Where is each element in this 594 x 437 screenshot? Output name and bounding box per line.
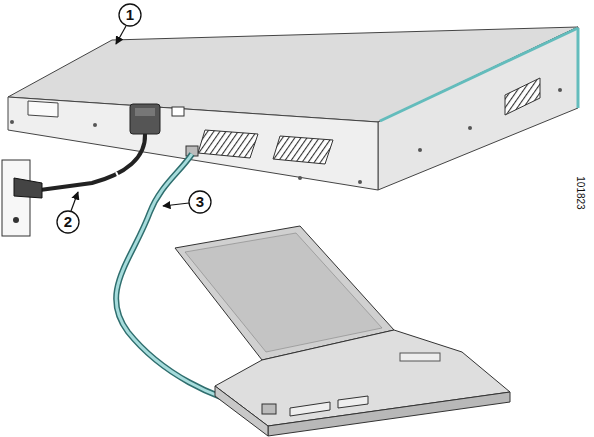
chassis-edge — [380, 28, 578, 121]
laptop-latch — [400, 353, 440, 361]
laptop-port — [338, 396, 368, 408]
laptop-lid-panel — [185, 233, 382, 352]
screw — [468, 126, 472, 130]
screw — [558, 88, 562, 92]
leader-line — [163, 203, 189, 206]
leader-line — [116, 26, 126, 44]
chassis-side — [378, 27, 578, 190]
side-vent — [505, 78, 540, 115]
chassis-edge — [577, 28, 580, 108]
screw — [10, 120, 14, 124]
callout-number: 3 — [180, 193, 220, 211]
switch-chassis — [8, 27, 578, 190]
power-cord — [2, 104, 160, 236]
screw — [93, 123, 97, 127]
screw — [358, 180, 362, 184]
screw — [418, 148, 422, 152]
power-cable — [40, 134, 145, 190]
outlet-socket — [13, 217, 19, 223]
chassis-rear-panel — [8, 97, 378, 190]
screw — [298, 176, 302, 180]
power-adapter — [130, 104, 160, 134]
laptop-front — [268, 392, 510, 436]
wall-outlet — [2, 160, 30, 236]
fan-vent — [273, 136, 333, 164]
callout-number: 2 — [48, 213, 88, 231]
cable-break — [116, 172, 122, 184]
cable-plug — [262, 404, 276, 414]
callouts — [57, 4, 211, 233]
leader-line — [71, 192, 78, 211]
fan-vent — [198, 130, 258, 158]
laptop — [175, 226, 510, 436]
laptop-base — [215, 330, 510, 426]
power-plug — [14, 178, 42, 198]
callout-number: 1 — [110, 6, 150, 24]
power-port — [172, 107, 184, 116]
laptop-port — [290, 402, 330, 416]
power-adapter — [135, 108, 155, 116]
panel-connector — [28, 101, 58, 117]
figure-number: 101823 — [571, 173, 589, 213]
laptop-side — [215, 386, 268, 436]
